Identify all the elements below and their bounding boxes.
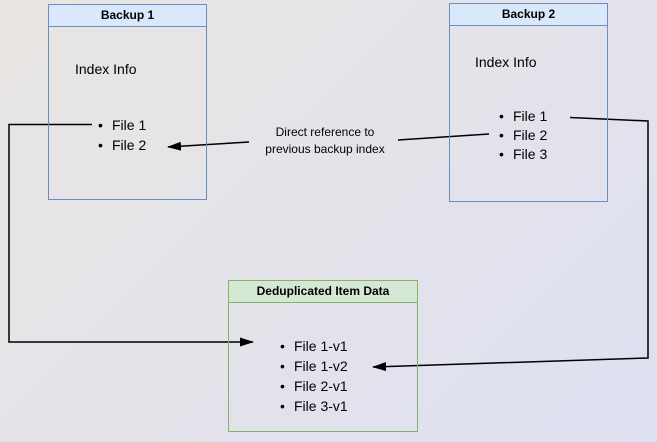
backup2-file-item: File 2: [499, 126, 547, 145]
backup2-file-item: File 1: [499, 107, 547, 126]
edge-backup2-file1-to-dedup: [372, 116, 649, 372]
backup2-box: Backup 2 Index Info File 1 File 2 File 3: [449, 3, 608, 202]
backup1-box: Backup 1 Index Info File 1 File 2: [48, 4, 207, 200]
dedup-file-list: File 1-v1 File 1-v2 File 2-v1 File 3-v1: [280, 336, 348, 416]
direct-reference-edge-label: Direct reference to previous backup inde…: [240, 124, 410, 158]
dedup-file-item: File 3-v1: [280, 396, 348, 416]
edge-backup2-file2-to-backup1-right-segment: [397, 133, 490, 141]
dedup-store-box: Deduplicated Item Data File 1-v1 File 1-…: [228, 280, 418, 432]
backup2-title: Backup 2: [450, 4, 607, 26]
edge-label-line1: Direct reference to: [275, 125, 375, 139]
dedup-store-title: Deduplicated Item Data: [229, 281, 417, 303]
edge-backup1-file1-to-dedup: [8, 123, 254, 347]
edge-backup2-file2-to-backup1-left-segment: [167, 141, 250, 151]
backup2-file-item: File 3: [499, 145, 547, 164]
dedup-file-item: File 1-v2: [280, 356, 348, 376]
dedup-file-item: File 1-v1: [280, 336, 348, 356]
backup1-file-list: File 1 File 2: [98, 115, 146, 155]
edge-label-line2: previous backup index: [265, 142, 385, 156]
backup2-file-list: File 1 File 2 File 3: [499, 107, 547, 164]
backup2-index-info-label: Index Info: [475, 54, 537, 70]
backup1-title: Backup 1: [49, 5, 206, 27]
backup1-index-info-label: Index Info: [75, 61, 137, 77]
backup1-file-item: File 2: [98, 135, 146, 155]
backup1-file-item: File 1: [98, 115, 146, 135]
dedup-file-item: File 2-v1: [280, 376, 348, 396]
